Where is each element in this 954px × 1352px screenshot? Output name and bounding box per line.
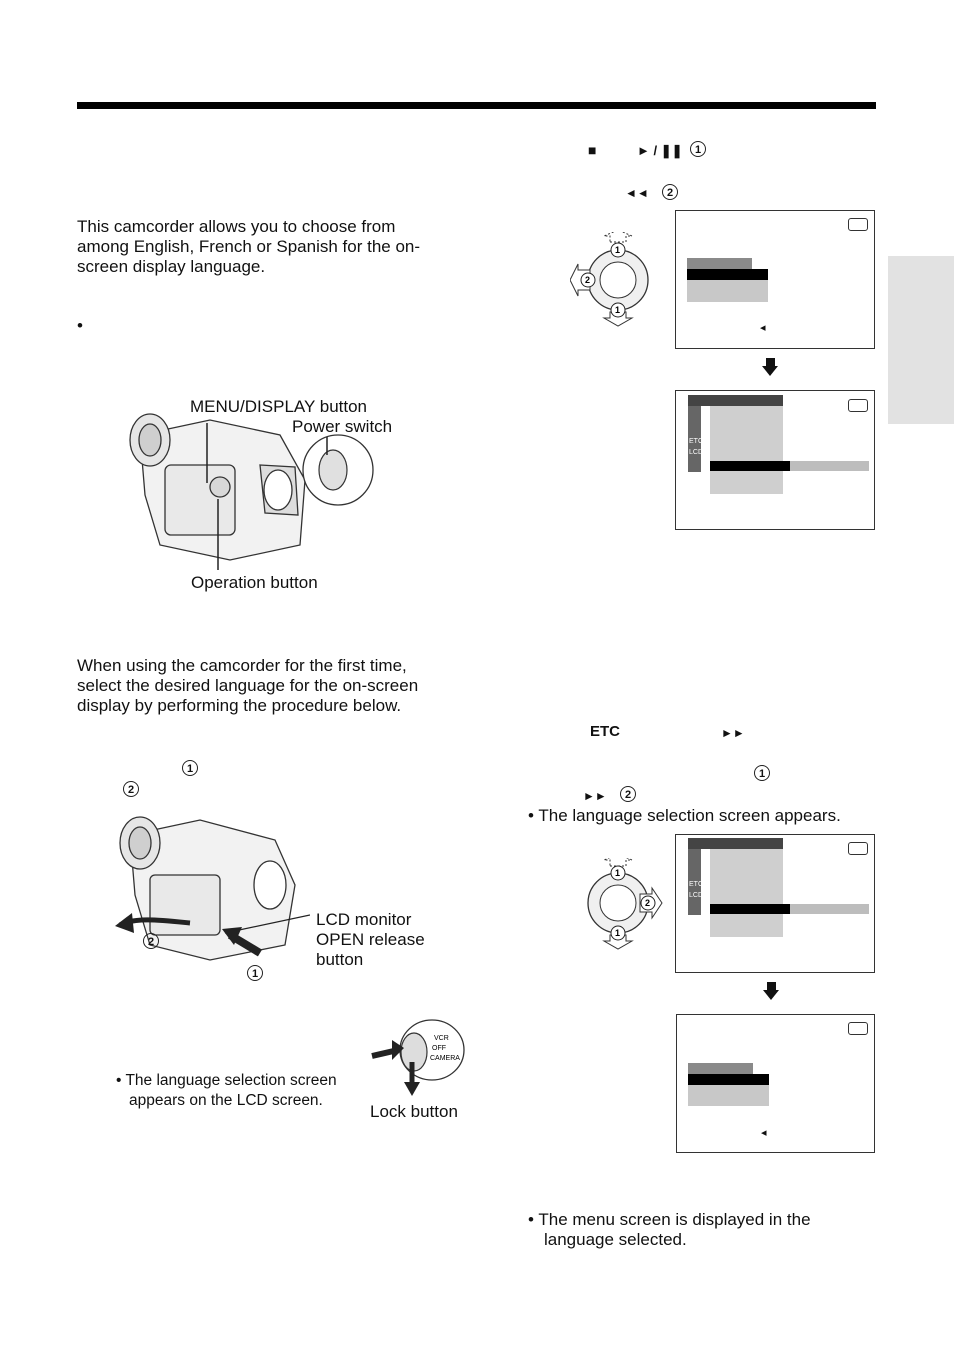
operation-button-callout: Operation button bbox=[191, 573, 318, 592]
etc-symbol: ETC bbox=[590, 723, 620, 740]
callout-line: LCD monitor bbox=[316, 910, 412, 929]
lcd-note-line: • The language selection screen bbox=[116, 1072, 337, 1089]
first-time-paragraph: When using the camcorder for the first t… bbox=[77, 656, 418, 716]
menu-item-value bbox=[790, 904, 869, 914]
return-arrow-icon: ◂ bbox=[761, 1127, 767, 1139]
svg-text:1: 1 bbox=[615, 928, 620, 938]
fast-forward-symbol: ►► bbox=[721, 726, 745, 740]
osd-screen-language: ◂ bbox=[675, 210, 875, 349]
first-time-line: When using the camcorder for the first t… bbox=[77, 656, 407, 675]
camcorder-illustration bbox=[129, 413, 374, 570]
lcd-note-line: appears on the LCD screen. bbox=[129, 1092, 323, 1109]
stop-symbol: ■ bbox=[588, 142, 597, 158]
osd-screen-menu: ETC LCD bbox=[675, 390, 875, 530]
callout-line: button bbox=[316, 950, 364, 969]
first-time-line: display by performing the procedure belo… bbox=[77, 696, 402, 715]
svg-text:CAMERA: CAMERA bbox=[430, 1055, 460, 1062]
menu-title-bar bbox=[688, 395, 783, 406]
intro-line: among English, French or Spanish for the… bbox=[77, 237, 421, 256]
step-marker-1: 1 bbox=[754, 765, 770, 781]
tape-icon bbox=[848, 399, 868, 412]
menu-item-selected bbox=[710, 904, 790, 914]
etc-menu-icon: ETC bbox=[689, 881, 703, 888]
fast-forward-symbol: ►► bbox=[583, 789, 607, 803]
section-side-tab bbox=[888, 256, 954, 424]
play-pause-symbol: ► / ❚❚ bbox=[637, 143, 683, 158]
return-arrow-icon: ◂ bbox=[760, 322, 766, 334]
step-marker-1: 1 bbox=[247, 965, 263, 981]
menu-item-selected bbox=[710, 461, 790, 471]
language-option-bar bbox=[687, 258, 752, 269]
tape-icon bbox=[848, 842, 868, 855]
menu-icon-column bbox=[688, 849, 701, 915]
step-marker-2: 2 bbox=[662, 184, 678, 200]
power-dial-illustration: VCR OFF CAMERA bbox=[371, 1019, 465, 1096]
svg-text:2: 2 bbox=[585, 275, 590, 285]
language-option-selected bbox=[687, 269, 768, 280]
tape-icon bbox=[848, 218, 868, 231]
note-line: • The menu screen is displayed in the bbox=[528, 1210, 811, 1229]
operation-pad-illustration: 1 1 2 bbox=[587, 858, 663, 950]
menu-language-note: • The menu screen is displayed in the la… bbox=[528, 1210, 811, 1250]
language-option-bar bbox=[687, 280, 768, 302]
lock-button-callout: Lock button bbox=[370, 1102, 458, 1121]
svg-text:1: 1 bbox=[615, 305, 620, 315]
svg-text:2: 2 bbox=[645, 898, 650, 908]
step-marker-2: 2 bbox=[123, 781, 139, 797]
note-line: language selected. bbox=[544, 1230, 687, 1249]
lcd-menu-icon: LCD bbox=[689, 449, 704, 456]
step-marker-1: 1 bbox=[690, 141, 706, 157]
camcorder-lcd-open-illustration bbox=[115, 816, 310, 961]
menu-display-callout: MENU/DISPLAY button bbox=[190, 397, 368, 416]
intro-line: This camcorder allows you to choose from bbox=[77, 217, 396, 236]
lcd-open-release-callout: LCD monitor OPEN release button bbox=[316, 910, 425, 970]
osd-screen-menu: ETC LCD bbox=[675, 834, 875, 973]
intro-line: screen display language. bbox=[77, 257, 266, 276]
step-marker-2: 2 bbox=[143, 933, 159, 949]
tape-icon bbox=[848, 1022, 868, 1035]
svg-text:OFF: OFF bbox=[432, 1045, 446, 1052]
language-option-selected bbox=[688, 1074, 769, 1085]
menu-list-bg bbox=[710, 406, 783, 494]
step-marker-1: 1 bbox=[182, 760, 198, 776]
menu-title-bar bbox=[688, 838, 783, 849]
callout-line: OPEN release bbox=[316, 930, 425, 949]
first-time-line: select the desired language for the on-s… bbox=[77, 676, 419, 695]
osd-screen-language: ◂ bbox=[676, 1014, 875, 1153]
lcd-menu-icon: LCD bbox=[689, 892, 704, 899]
header-rule bbox=[77, 102, 876, 109]
menu-list-bg bbox=[710, 849, 783, 937]
lcd-note: • The language selection screen appears … bbox=[116, 1071, 337, 1111]
operation-pad-illustration: 1 1 2 bbox=[570, 232, 649, 327]
language-screen-note: • The language selection screen appears. bbox=[528, 806, 841, 825]
svg-text:VCR: VCR bbox=[434, 1035, 449, 1042]
intro-paragraph: This camcorder allows you to choose from… bbox=[77, 217, 420, 277]
bullet-marker: • bbox=[77, 316, 83, 335]
svg-text:1: 1 bbox=[615, 868, 620, 878]
menu-item-value bbox=[790, 461, 869, 471]
language-option-bar bbox=[688, 1085, 769, 1106]
language-option-bar bbox=[688, 1063, 753, 1074]
rewind-symbol: ◄◄ bbox=[625, 186, 649, 200]
etc-menu-icon: ETC bbox=[689, 438, 703, 445]
step-marker-2: 2 bbox=[620, 786, 636, 802]
power-switch-callout: Power switch bbox=[292, 417, 393, 436]
menu-icon-column bbox=[688, 406, 701, 472]
svg-text:1: 1 bbox=[615, 245, 620, 255]
